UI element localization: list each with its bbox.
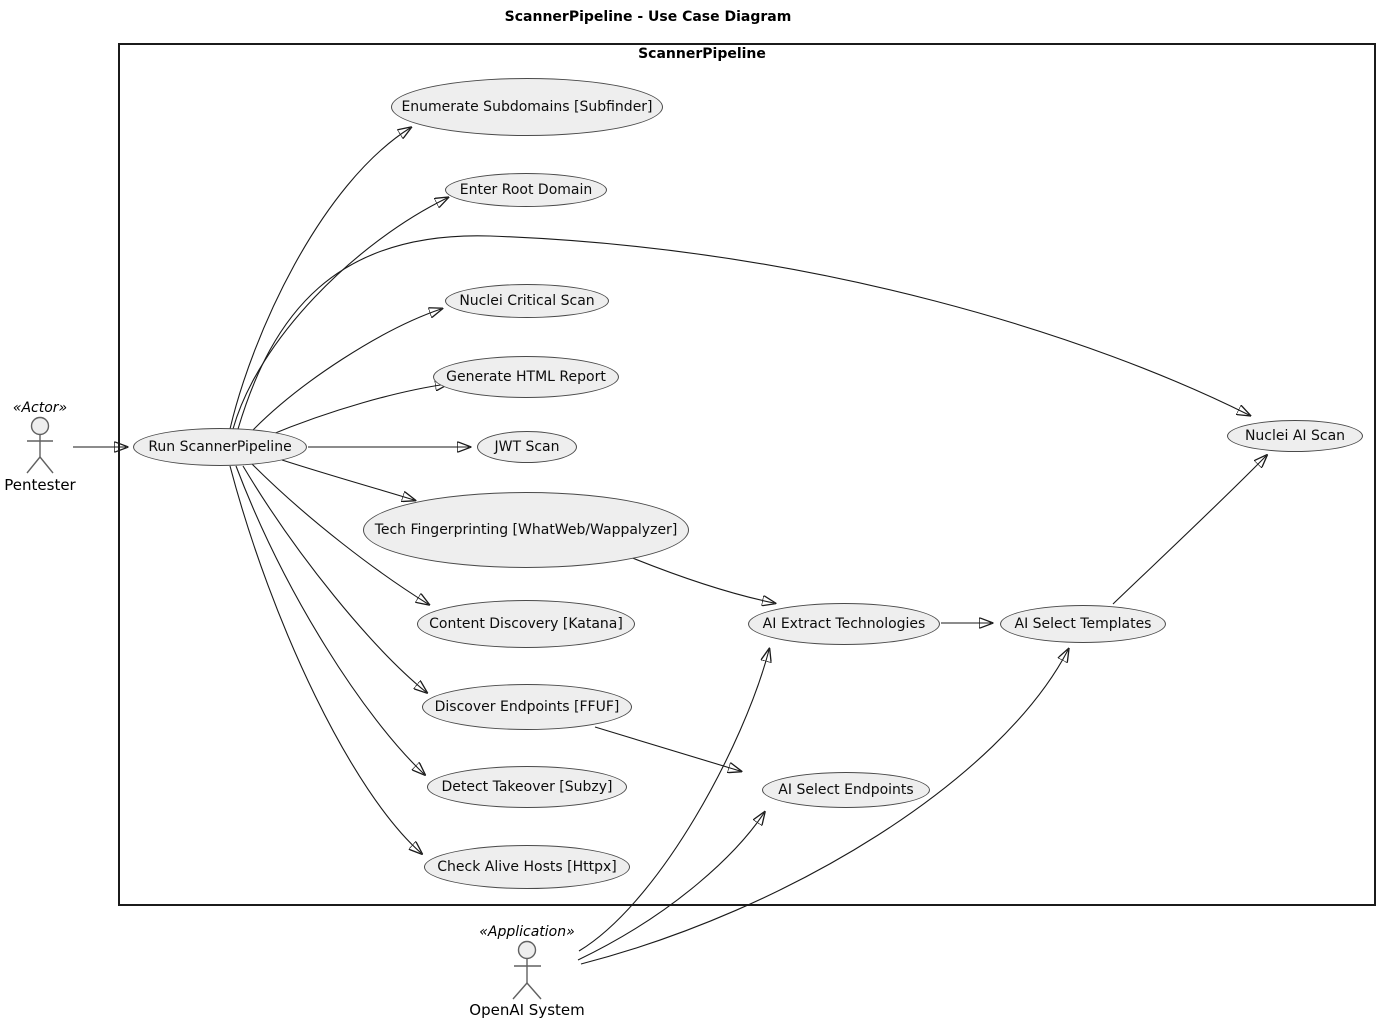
edge-run-to-generate-html-report [267,384,447,437]
usecase-detect-takeover: Detect Takeover [Subzy] [427,766,627,808]
actor-head [30,416,50,436]
usecase-label: Enumerate Subdomains [Subfinder] [401,99,653,115]
usecase-label: AI Extract Technologies [762,616,926,632]
edge-tech-to-ai-extract [629,556,774,603]
usecase-ai-extract-technologies: AI Extract Technologies [748,603,940,645]
actor-openai-figure [512,940,542,1000]
actor-head [517,940,537,960]
usecase-nuclei-critical-scan: Nuclei Critical Scan [445,284,609,318]
actor-openai-name: OpenAI System [469,1001,585,1019]
usecase-label: Run ScannerPipeline [148,439,292,455]
usecase-ai-select-endpoints: AI Select Endpoints [762,772,930,808]
usecase-enumerate-subdomains: Enumerate Subdomains [Subfinder] [391,78,663,136]
edge-run-to-nuclei-critical-scan [251,309,441,432]
usecase-content-discovery: Content Discovery [Katana] [417,600,635,648]
edge-run-to-content-discovery [251,463,428,604]
usecase-generate-html-report: Generate HTML Report [433,356,619,398]
usecase-label: Enter Root Domain [459,182,593,198]
usecase-label: Nuclei Critical Scan [459,293,595,309]
edge-run-to-enter-root-domain [232,198,447,430]
usecase-tech-fingerprinting: Tech Fingerprinting [WhatWeb/Wappalyzer] [363,492,689,568]
edge-run-to-nuclei-ai-scan [237,235,1249,430]
actor-pentester-name: Pentester [4,476,76,494]
actor-pentester-figure [26,416,54,474]
usecase-label: Detect Takeover [Subzy] [441,779,613,795]
usecase-label: Content Discovery [Katana] [429,616,623,632]
diagram-title: ScannerPipeline - Use Case Diagram [504,9,792,25]
usecase-label: Tech Fingerprinting [WhatWeb/Wappalyzer] [374,522,678,538]
usecase-run-scannerpipeline: Run ScannerPipeline [133,428,307,466]
edge-openai-to-ai-extract [578,650,769,952]
edge-run-to-check-alive-hosts [229,465,421,853]
edge-discover-endpoints-to-ai-select-endpoints [594,726,740,771]
edge-ai-select-templates-to-nuclei-ai-scan [1112,456,1266,605]
actor-openai-stereotype: «Application» [479,924,575,940]
usecase-label: JWT Scan [494,439,560,455]
usecase-check-alive-hosts: Check Alive Hosts [Httpx] [424,845,630,889]
usecase-label: Discover Endpoints [FFUF] [434,699,620,715]
usecase-label: Nuclei AI Scan [1244,428,1346,444]
edge-openai-to-ai-select-templates [580,650,1068,965]
usecase-label: Check Alive Hosts [Httpx] [437,859,617,875]
edge-run-to-enumerate-subdomains [229,128,410,430]
usecase-enter-root-domain: Enter Root Domain [445,173,607,207]
usecase-label: AI Select Endpoints [778,782,914,798]
edge-run-to-detect-takeover [235,465,424,774]
usecase-label: Generate HTML Report [446,369,606,385]
usecase-jwt-scan: JWT Scan [477,431,577,463]
actor-pentester-stereotype: «Actor» [12,400,68,416]
edge-openai-to-ai-select-endpoints [577,813,764,961]
usecase-ai-select-templates: AI Select Templates [1000,605,1166,643]
usecase-nuclei-ai-scan: Nuclei AI Scan [1227,420,1363,452]
usecase-label: AI Select Templates [1014,616,1152,632]
edge-run-to-discover-endpoints [242,465,426,692]
edge-run-to-tech-fingerprinting [281,459,414,500]
usecase-discover-endpoints: Discover Endpoints [FFUF] [422,684,632,730]
system-boundary-label: ScannerPipeline [638,46,766,62]
